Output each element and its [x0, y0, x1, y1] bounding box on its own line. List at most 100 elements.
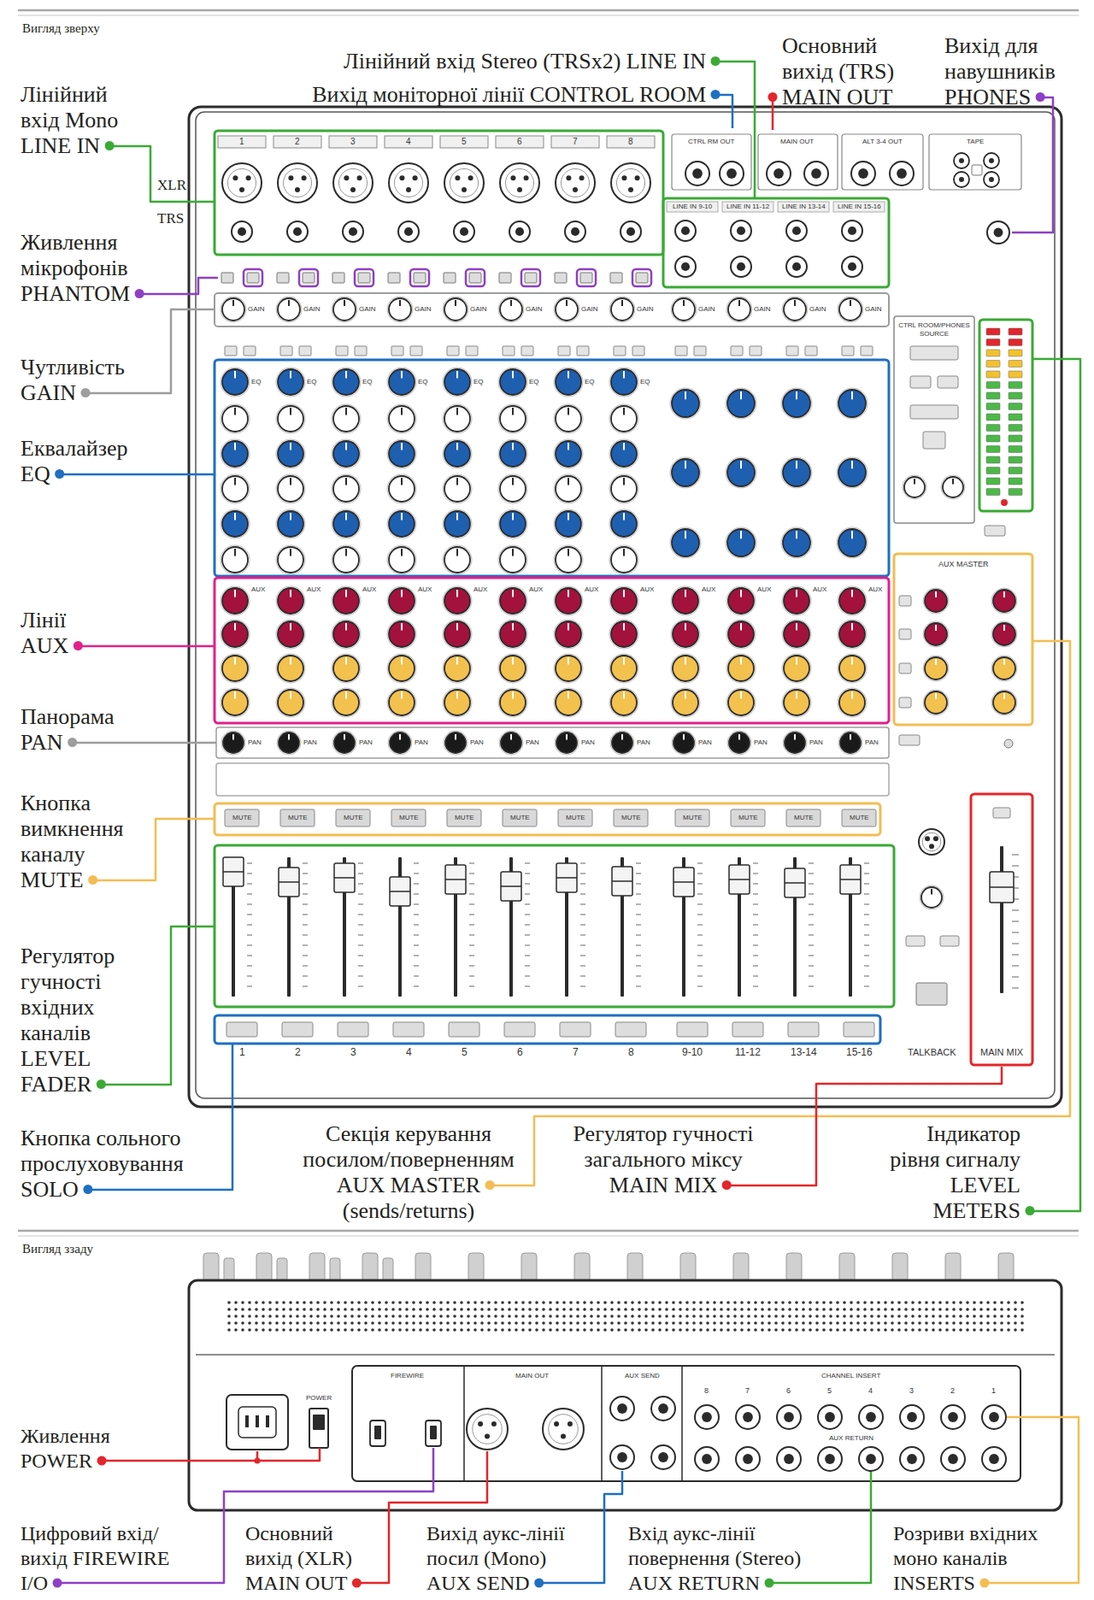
fader-scale: [524, 935, 530, 936]
knob-pointer: [684, 391, 687, 400]
knob-ring: [726, 653, 756, 683]
control-name: AUX: [584, 585, 599, 595]
control-name: GAIN: [753, 305, 771, 314]
knob-pointer: [343, 299, 346, 306]
jack-socket: [651, 1445, 676, 1470]
button-text: MUTE: [621, 813, 642, 823]
knob-ring: [670, 296, 697, 323]
xlr-pin: [567, 1421, 573, 1427]
fader-scale: [413, 955, 419, 957]
control-knob: [333, 369, 359, 395]
fader-scale: [864, 965, 870, 967]
knob-silhouette: [574, 1252, 590, 1283]
control-name: EQ: [584, 377, 595, 387]
rear-line: [195, 1353, 1055, 1356]
knob-pointer: [234, 370, 236, 379]
control-knob: [555, 476, 582, 502]
knob-ring: [276, 367, 306, 397]
jack-socket: [858, 168, 869, 179]
control-knob: [611, 732, 633, 753]
knob-ring: [442, 688, 472, 718]
fader-scale: [580, 945, 586, 947]
leader-line: [100, 926, 215, 1085]
meter-led: [986, 328, 1000, 336]
channel-number: 6: [517, 136, 523, 148]
control-name: AUX: [473, 585, 488, 595]
jack-socket: [564, 221, 586, 242]
highlight-box: [214, 577, 889, 724]
knob-pointer: [567, 657, 570, 665]
section-name: MAIN MIX: [980, 1046, 1024, 1059]
frame-line: [17, 14, 1079, 16]
control-knob: [838, 529, 866, 557]
solo-button: [393, 1022, 424, 1037]
jack-socket: [906, 1411, 918, 1423]
fader-scale: [247, 863, 253, 865]
control-knob: [444, 405, 471, 432]
control-knob: [222, 655, 248, 682]
fader-scale: [864, 883, 870, 885]
power-switch: [312, 1414, 325, 1430]
jack-socket: [570, 227, 580, 236]
xlr-socket: [542, 1408, 584, 1450]
knob-pointer: [684, 623, 687, 631]
panel-divider: [463, 1365, 465, 1482]
connector-type: TRS: [157, 210, 184, 228]
jack-socket: [899, 1405, 924, 1430]
control-knob: [333, 511, 359, 537]
fader-scale: [752, 976, 759, 977]
fader-scale: [808, 914, 814, 916]
control-knob: [499, 588, 526, 614]
jack-socket: [681, 226, 690, 236]
fader-scale: [697, 976, 703, 977]
channel-number: 7: [745, 1386, 750, 1396]
callout-label: Регулятор гучності загального міксу MAIN…: [556, 1121, 771, 1199]
fader-scale: [864, 955, 870, 957]
knob-ring: [498, 474, 528, 504]
fader-scale: [302, 904, 308, 906]
control-knob: [499, 369, 526, 395]
knob-ring: [725, 457, 757, 489]
fader-scale: [580, 986, 586, 988]
fader-scale: [469, 965, 475, 967]
knob-pointer: [234, 512, 236, 521]
knob-ring: [781, 527, 812, 559]
knob-pointer: [456, 370, 459, 379]
connector-name: TAPE: [966, 137, 984, 147]
jack-socket: [509, 221, 530, 242]
switch-button: [910, 346, 959, 360]
xlr-socket: [277, 163, 318, 203]
fader-cap: [673, 867, 695, 897]
knob-ring: [991, 655, 1018, 682]
knob-ring: [838, 730, 863, 755]
control-knob: [222, 689, 248, 716]
knob-ring: [553, 404, 583, 434]
control-knob: [388, 405, 415, 432]
control-knob: [838, 458, 866, 487]
jack-socket: [947, 1453, 959, 1465]
xlr-pin: [491, 1421, 497, 1427]
channel-number: 13-14: [790, 1046, 818, 1059]
leader-dot: [81, 388, 91, 398]
control-knob: [924, 589, 947, 612]
control-knob: [277, 655, 304, 682]
fader-scale: [247, 976, 253, 977]
leader-dot: [73, 641, 83, 651]
knob-pointer: [345, 691, 348, 700]
jack-socket: [730, 220, 752, 242]
knob-pointer: [623, 657, 625, 665]
knob-ring: [331, 367, 361, 397]
knob-silhouette: [382, 1258, 394, 1283]
fader-cap: [611, 866, 633, 896]
connector-name: AUX SEND: [624, 1371, 660, 1381]
control-name: AUX: [306, 585, 321, 595]
knob-ring: [923, 689, 949, 716]
leader-dot: [485, 1180, 495, 1190]
switch-button: [576, 346, 589, 356]
knob-ring: [782, 619, 812, 649]
jack-socket: [841, 256, 863, 277]
control-knob: [839, 689, 865, 716]
knob-pointer: [621, 734, 624, 740]
